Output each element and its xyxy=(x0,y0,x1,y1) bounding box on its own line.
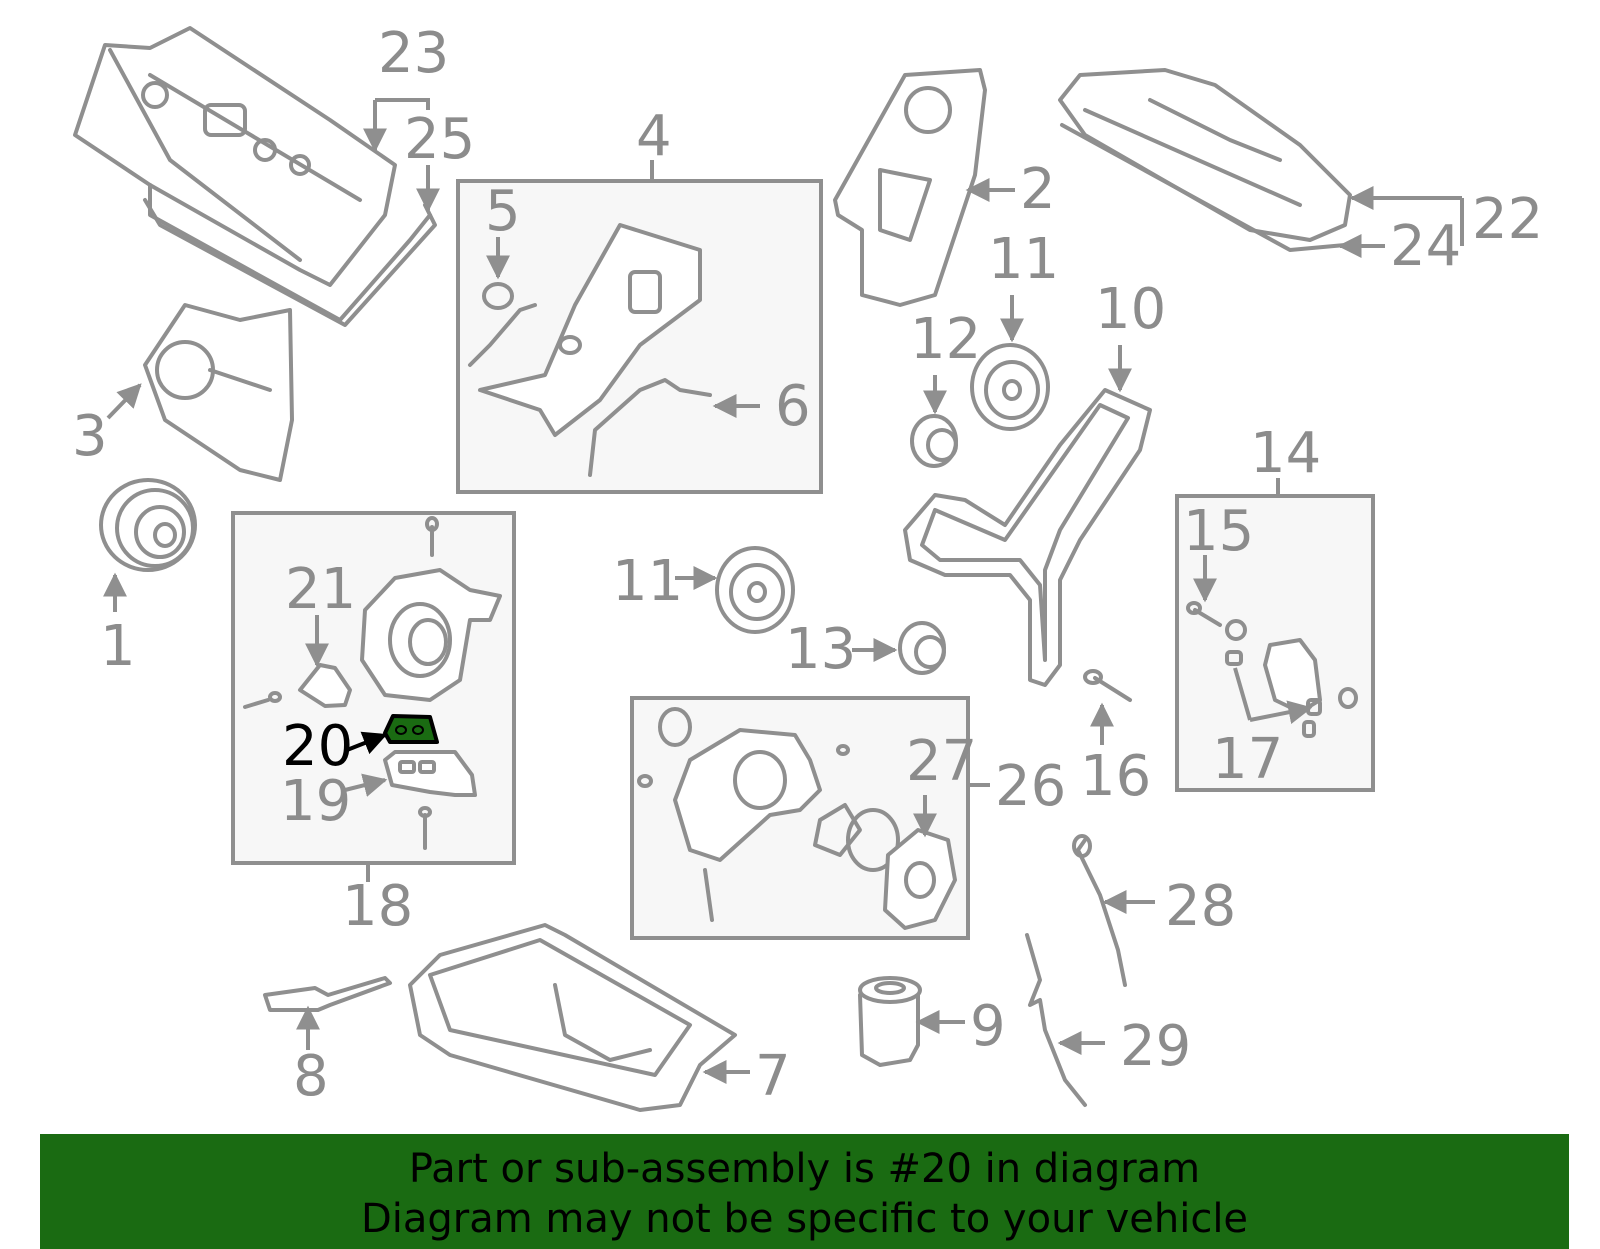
callout-10: 10 xyxy=(1095,277,1166,342)
timing-cover-part-3[interactable] xyxy=(143,303,294,482)
callout-27: 27 xyxy=(906,729,977,794)
callout-13: 13 xyxy=(785,617,856,682)
timing-case-part-4[interactable] xyxy=(478,223,702,437)
throttle-body-part-18[interactable] xyxy=(243,516,502,850)
callout-4: 4 xyxy=(636,104,672,169)
callout-labels: 23 25 4 5 2 22 24 11 10 12 6 3 14 15 21 … xyxy=(72,21,1543,1109)
callout-6: 6 xyxy=(775,374,811,439)
gasket-part-20-highlighted[interactable] xyxy=(383,714,439,744)
callout-5: 5 xyxy=(485,179,521,244)
callout-22: 22 xyxy=(1472,187,1543,252)
gasket-part-6[interactable] xyxy=(468,303,712,477)
valve-cover-gasket-part-25[interactable] xyxy=(143,198,437,327)
idler-part-12[interactable] xyxy=(910,414,958,468)
callout-17: 17 xyxy=(1212,727,1283,792)
timing-cover-part-2[interactable] xyxy=(833,68,987,307)
callout-11-lower: 11 xyxy=(612,549,683,614)
oil-pump-part-26[interactable] xyxy=(637,707,900,922)
callout-15: 15 xyxy=(1183,499,1254,564)
callout-1: 1 xyxy=(100,614,136,679)
valve-cover-part-23[interactable] xyxy=(73,26,432,322)
leader-19 xyxy=(344,773,388,797)
callout-23: 23 xyxy=(378,21,449,86)
callout-7: 7 xyxy=(755,1044,791,1109)
callout-9: 9 xyxy=(970,994,1006,1059)
drain-part-8[interactable] xyxy=(263,976,392,1012)
actuator-part-19[interactable] xyxy=(383,750,477,797)
leader-3 xyxy=(106,383,142,420)
callout-26: 26 xyxy=(995,754,1066,819)
intake-gasket-part-24[interactable] xyxy=(1060,123,1347,252)
oil-pan-part-7[interactable] xyxy=(408,923,737,1112)
callout-29: 29 xyxy=(1120,1014,1191,1079)
callout-14: 14 xyxy=(1250,421,1321,486)
leader-lines xyxy=(103,98,1464,1084)
callout-21: 21 xyxy=(285,557,356,622)
bolt-part-16[interactable] xyxy=(1083,669,1132,702)
callout-18: 18 xyxy=(342,874,413,939)
intake-plenum-part-22[interactable] xyxy=(1058,68,1352,242)
bolt-part-15[interactable] xyxy=(1186,601,1247,641)
info-banner: Part or sub-assembly is #20 in diagram D… xyxy=(40,1134,1569,1249)
callout-12: 12 xyxy=(910,307,981,372)
dipstick-tube-part-29[interactable] xyxy=(1025,933,1087,1107)
dipstick-part-28[interactable] xyxy=(1072,834,1127,987)
crank-pulley-part-1[interactable] xyxy=(99,478,197,572)
banner-line-1: Part or sub-assembly is #20 in diagram xyxy=(408,1146,1201,1192)
callout-16: 16 xyxy=(1080,744,1151,809)
callout-20-highlighted: 20 xyxy=(282,714,353,779)
leader-17 xyxy=(1233,667,1252,721)
leader-20 xyxy=(346,731,388,755)
leader-23-bracket xyxy=(375,98,430,110)
callout-24: 24 xyxy=(1390,214,1461,279)
callout-28: 28 xyxy=(1165,874,1236,939)
callout-3: 3 xyxy=(72,404,108,469)
cam-sprocket-part-11-lower[interactable] xyxy=(715,546,795,634)
callout-19: 19 xyxy=(280,769,351,834)
o-ring-part-5[interactable] xyxy=(482,282,514,310)
leader-17b xyxy=(1249,700,1313,725)
callout-11-upper: 11 xyxy=(988,227,1059,292)
banner-line-2: Diagram may not be specific to your vehi… xyxy=(360,1196,1249,1242)
callout-2: 2 xyxy=(1020,157,1056,222)
callout-25: 25 xyxy=(404,107,475,172)
callout-8: 8 xyxy=(293,1044,329,1109)
tensioner-part-13[interactable] xyxy=(898,621,946,675)
cam-sprocket-part-11-upper[interactable] xyxy=(970,343,1050,431)
timing-belt-part-10[interactable] xyxy=(903,388,1152,687)
group-box-18 xyxy=(231,511,516,865)
oil-filter-part-9[interactable] xyxy=(858,976,922,1067)
